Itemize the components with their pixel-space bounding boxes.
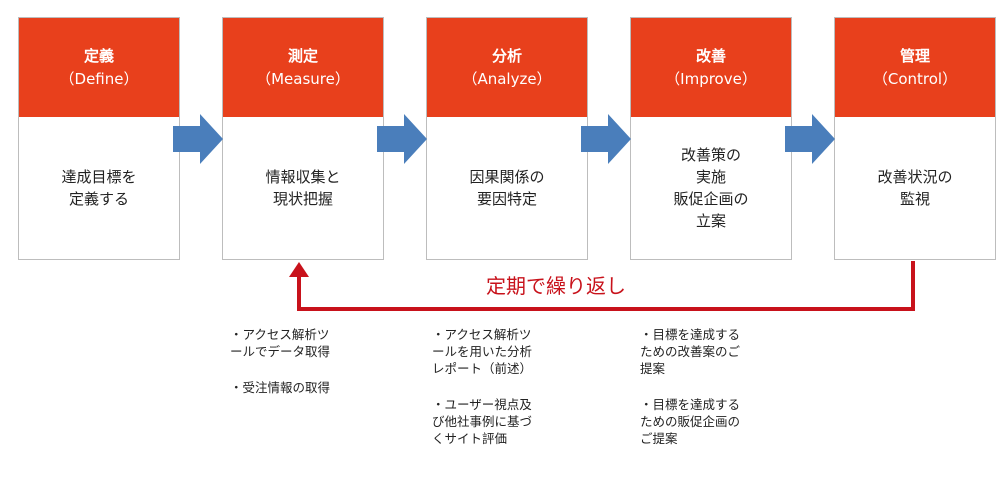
stage-name: 分析 (491, 46, 522, 65)
stage-name: 改善 (695, 46, 726, 65)
flow-arrow-icon (785, 114, 835, 164)
flow-arrow-icon (581, 114, 631, 164)
stage-english: （Define） (59, 69, 139, 88)
stage-description: 改善策の 実施 販促企画の 立案 (631, 117, 791, 259)
loop-arrowhead-icon (289, 262, 309, 277)
description-line: 因果関係の (469, 168, 545, 186)
stage-improve: 改善 （Improve） 改善策の 実施 販促企画の 立案 (630, 17, 792, 260)
note-item: ・アクセス解析ツ ールを用いた分析 レポート（前述） (432, 327, 533, 376)
description-line: 改善策の (680, 146, 741, 164)
description-line: 販促企画の (673, 190, 749, 208)
stage-header: 管理 （Control） (835, 18, 995, 117)
notes-measure: ・アクセス解析ツ ールでデータ取得 ・受注情報の取得 (230, 326, 390, 415)
description-line: 達成目標を (61, 168, 137, 186)
stage-english: （Improve） (665, 69, 757, 88)
flow-arrow-shape (173, 114, 223, 164)
stage-description: 因果関係の 要因特定 (427, 117, 587, 259)
stage-name: 測定 (287, 46, 318, 65)
description-line: 立案 (695, 212, 726, 230)
stage-header: 分析 （Analyze） (427, 18, 587, 117)
stage-description: 達成目標を 定義する (19, 117, 179, 259)
note-item: ・受注情報の取得 (230, 380, 331, 395)
flow-arrow-shape (581, 114, 631, 164)
stage-control: 管理 （Control） 改善状況の 監視 (834, 17, 996, 260)
stage-description: 改善状況の 監視 (835, 117, 995, 259)
description-line: 監視 (899, 190, 930, 208)
description-line: 改善状況の (877, 168, 953, 186)
stage-description: 情報収集と 現状把握 (223, 117, 383, 259)
description-line: 現状把握 (272, 190, 333, 208)
description-line: 要因特定 (476, 190, 537, 208)
flow-arrow-icon (377, 114, 427, 164)
stage-define: 定義 （Define） 達成目標を 定義する (18, 17, 180, 260)
stage-header: 改善 （Improve） (631, 18, 791, 117)
stage-name: 定義 (83, 46, 114, 65)
note-item: ・アクセス解析ツ ールでデータ取得 (230, 327, 331, 359)
note-item: ・ユーザー視点及 び他社事例に基づ くサイト評価 (432, 397, 533, 446)
notes-improve: ・目標を達成する ための改善案のご 提案 ・目標を達成する ための販促企画の ご… (640, 326, 800, 466)
stage-analyze: 分析 （Analyze） 因果関係の 要因特定 (426, 17, 588, 260)
description-line: 実施 (695, 168, 726, 186)
stage-english: （Control） (872, 69, 958, 88)
description-line: 定義する (68, 190, 129, 208)
notes-analyze: ・アクセス解析ツ ールを用いた分析 レポート（前述） ・ユーザー視点及 び他社事… (432, 326, 592, 466)
stage-english: （Measure） (256, 69, 350, 88)
note-item: ・目標を達成する ための改善案のご 提案 (640, 327, 741, 376)
flow-arrow-icon (173, 114, 223, 164)
stage-english: （Analyze） (462, 69, 552, 88)
description-line: 情報収集と (265, 168, 341, 186)
stage-name: 管理 (899, 46, 930, 65)
note-item: ・目標を達成する ための販促企画の ご提案 (640, 397, 741, 446)
loop-line (297, 261, 915, 311)
stage-header: 測定 （Measure） (223, 18, 383, 117)
stage-header: 定義 （Define） (19, 18, 179, 117)
flow-arrow-shape (785, 114, 835, 164)
flow-arrow-shape (377, 114, 427, 164)
loop-label: 定期で繰り返し (486, 274, 626, 298)
